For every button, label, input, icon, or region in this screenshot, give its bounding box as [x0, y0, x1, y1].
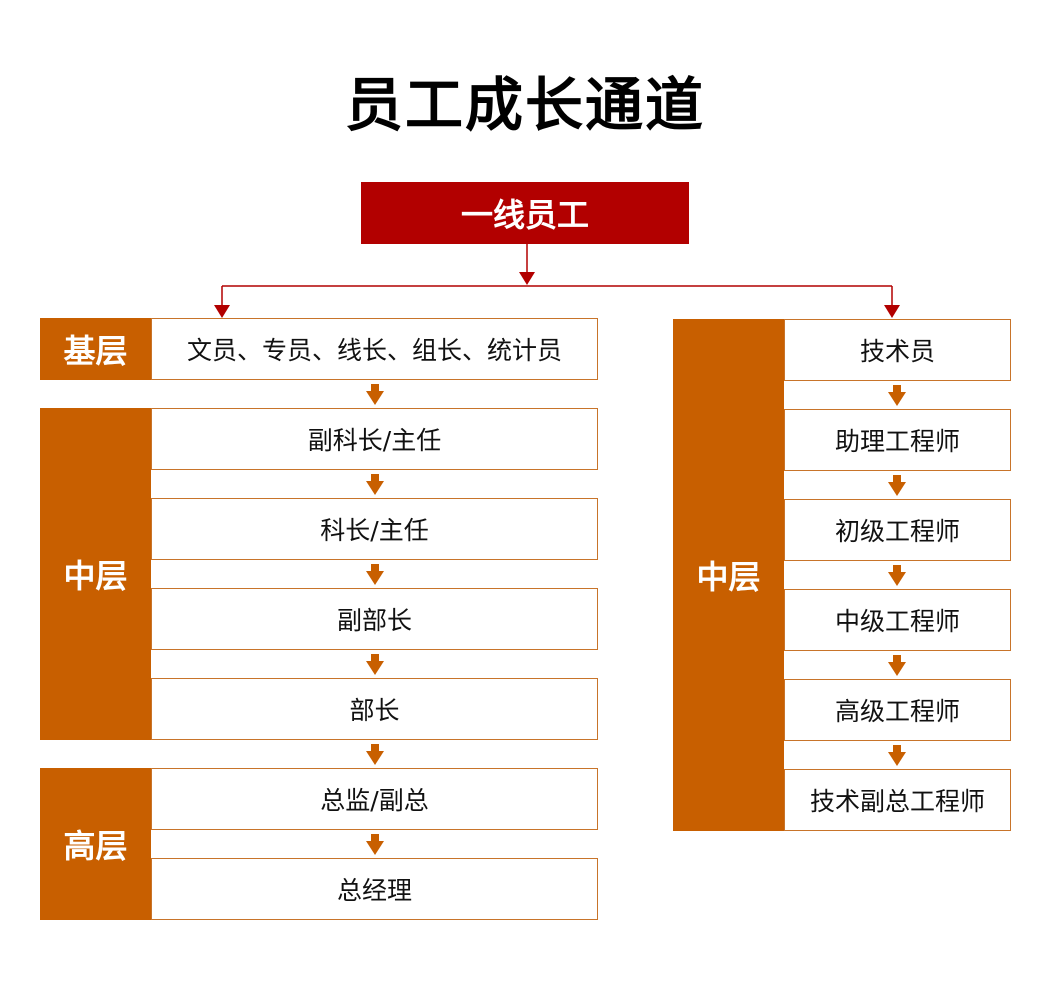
band-middle-left: 中层 — [40, 408, 151, 740]
arrow-down-icon — [888, 475, 906, 496]
arrow-down-icon — [888, 385, 906, 406]
arrow-down-icon — [888, 565, 906, 586]
node-junior-engineer: 初级工程师 — [784, 499, 1011, 561]
node-director-vp: 总监/副总 — [151, 768, 598, 830]
arrow-down-icon — [366, 744, 384, 765]
arrow-down-icon — [366, 564, 384, 585]
page-title: 员工成长通道 — [344, 71, 705, 139]
node-section-chief: 科长/主任 — [151, 498, 598, 560]
arrow-down-icon — [366, 474, 384, 495]
node-deputy-section-chief: 副科长/主任 — [151, 408, 598, 470]
node-dept-head: 部长 — [151, 678, 598, 740]
node-deputy-chief-engineer: 技术副总工程师 — [784, 769, 1011, 831]
band-middle-right: 中层 — [673, 319, 784, 831]
node-intermediate-engineer: 中级工程师 — [784, 589, 1011, 651]
node-technician: 技术员 — [784, 319, 1011, 381]
band-senior: 高层 — [40, 768, 151, 920]
arrow-down-icon — [366, 384, 384, 405]
node-assistant-engineer: 助理工程师 — [784, 409, 1011, 471]
node-junior-roles: 文员、专员、线长、组长、统计员 — [151, 318, 598, 380]
node-senior-engineer: 高级工程师 — [784, 679, 1011, 741]
root-node-frontline-staff: 一线员工 — [361, 182, 689, 244]
node-deputy-dept-head: 副部长 — [151, 588, 598, 650]
arrow-down-icon — [888, 655, 906, 676]
band-junior: 基层 — [40, 318, 151, 380]
arrow-down-icon — [366, 834, 384, 855]
arrow-down-icon — [888, 745, 906, 766]
node-general-manager: 总经理 — [151, 858, 598, 920]
arrow-down-icon — [366, 654, 384, 675]
